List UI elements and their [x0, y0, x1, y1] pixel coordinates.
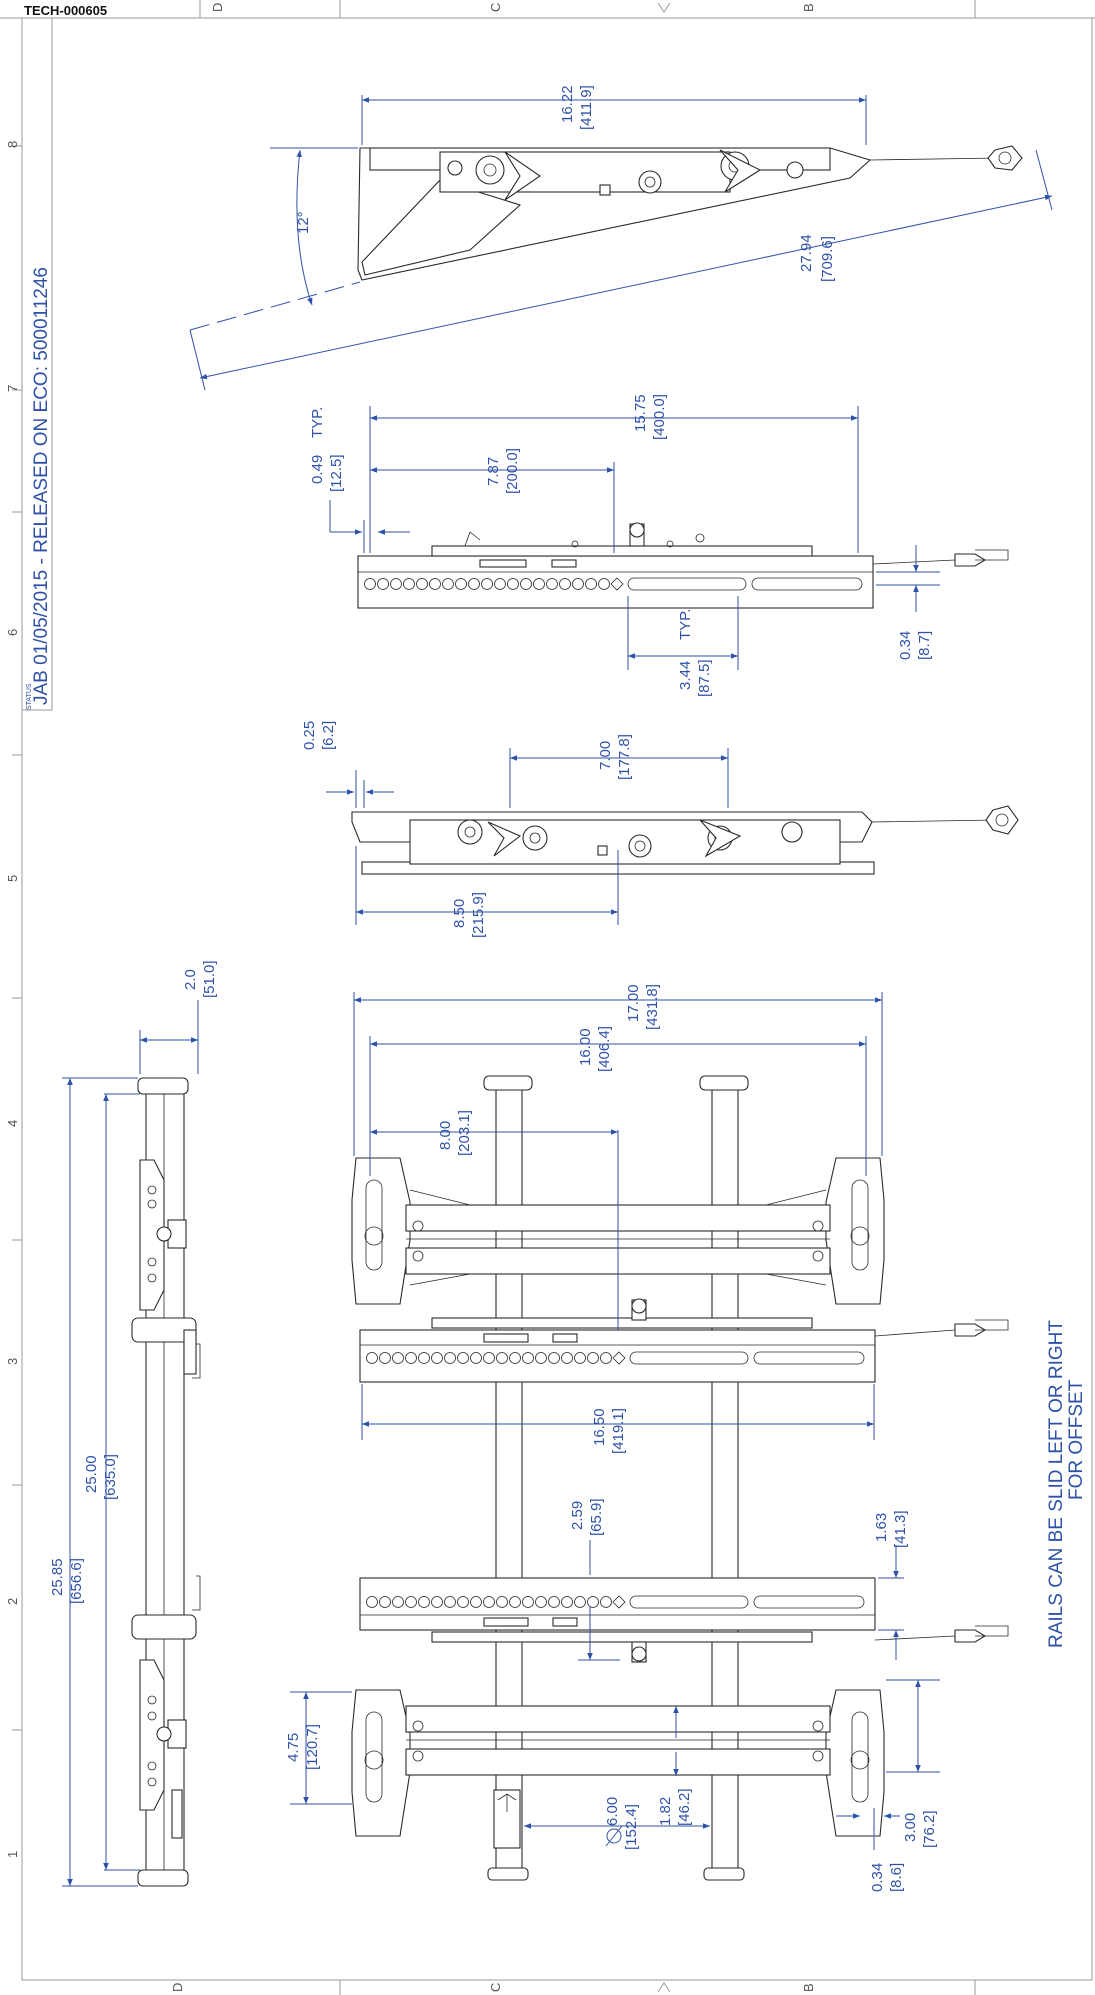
status-label: STATUS — [26, 683, 33, 710]
zone-label-bottom-d: D — [170, 1983, 185, 1992]
dim-cc-mm: [46.2] — [676, 1788, 693, 1826]
dim-rw-in: 1.63 — [873, 1513, 890, 1542]
dim-diagonal-mm: [709.6] — [819, 236, 836, 282]
rail-side-view — [357, 522, 1009, 609]
rail-b-holes — [366, 1595, 626, 1609]
dim-thk-in: 0.34 — [897, 631, 914, 660]
zone-label-bottom-c: C — [488, 1983, 503, 1992]
rail-holes — [364, 577, 624, 591]
dim-cc-in: 1.82 — [657, 1797, 674, 1826]
dim-offset-mm: [6.2] — [320, 721, 337, 750]
release-note: JAB 01/05/2015 - RELEASED ON ECO: 500011… — [31, 267, 52, 705]
status-block: JAB 01/05/2015 - RELEASED ON ECO: 500011… — [21, 17, 53, 711]
dim-gap-in: 2.59 — [569, 1501, 586, 1530]
zone-label-3: 3 — [5, 1358, 20, 1365]
dim-typ-mm: [12.5] — [328, 454, 345, 492]
dim-offset-in: 0.25 — [301, 721, 318, 750]
dim-rw-mm: [41.3] — [892, 1510, 909, 1548]
offset-note-line2: FOR OFFSET — [1066, 1379, 1087, 1500]
dim-thk-mm: [8.7] — [916, 631, 933, 660]
zone-label-top-d: D — [210, 3, 225, 12]
dim-pthk-in: 0.34 — [869, 1863, 886, 1892]
dim-pad-in: 4.75 — [285, 1733, 302, 1762]
dim-pslot-mm: [76.2] — [921, 1810, 938, 1848]
dim-rail-in: 16.50 — [591, 1408, 608, 1446]
plan-view-dimensions: 17.00 [431.8] 16.00 [406.4] 8.00 [203.1]… — [285, 984, 940, 1892]
dim-height-mm: [51.0] — [201, 960, 218, 998]
dim-overall-mm: [656.6] — [68, 1558, 85, 1604]
dim-diagonal-in: 27.94 — [798, 234, 815, 272]
level-side-view — [351, 805, 1019, 875]
zone-label-8: 8 — [5, 141, 20, 148]
dim-length-mm: [411.9] — [578, 85, 595, 130]
dim-half-in: 7.87 — [485, 457, 502, 486]
dim-len-mm: [635.0] — [102, 1454, 119, 1500]
dim-dia-mm: [152.4] — [623, 1804, 640, 1850]
zone-label-top-b: B — [801, 3, 816, 12]
dim-full-in: 15.75 — [632, 394, 649, 432]
zone-label-7: 7 — [5, 385, 20, 392]
dim-typ-in: 0.49 — [309, 455, 326, 484]
end-view-dimensions: 2.0 [51.0] 25.00 [635.0] 25.85 [656.6] — [49, 960, 218, 1887]
doc-number: TECH-000605 — [24, 3, 107, 18]
dim-full-mm: [400.0] — [651, 394, 668, 440]
dim-pthk-mm: [8.6] — [888, 1863, 905, 1892]
dim-half-mm: [200.0] — [504, 448, 521, 494]
dim-pslot-in: 3.00 — [902, 1813, 919, 1842]
zone-label-top-c: C — [488, 3, 503, 12]
dim-pad-mm: [120.7] — [304, 1724, 321, 1770]
rail-a-holes — [366, 1351, 626, 1365]
zone-label-4: 4 — [5, 1120, 20, 1127]
tilted-view-dimensions: 16.22 [411.9] 12° 27.94 [709.6] — [189, 85, 1053, 391]
dim-w8-in: 8.00 — [437, 1121, 454, 1150]
level-view-dimensions: 0.25 [6.2] 7.00 [177.8] 8.50 [215.9] — [301, 721, 729, 938]
dim-slot-label: TYP. — [677, 609, 694, 640]
dim-w17-in: 17.00 — [625, 984, 642, 1022]
tilted-side-view — [357, 145, 1023, 281]
dim-w16-in: 16.00 — [577, 1028, 594, 1066]
zone-label-6: 6 — [5, 629, 20, 636]
dim-slot-in: 3.44 — [677, 661, 694, 690]
dim-w17-mm: [431.8] — [644, 984, 661, 1030]
plan-view — [351, 1075, 1009, 1881]
dim-level-half-in: 8.50 — [451, 899, 468, 928]
dim-overall-in: 25.85 — [49, 1558, 66, 1596]
dim-w8-mm: [203.1] — [456, 1110, 473, 1156]
rail-view-dimensions: 15.75 [400.0] 7.87 [200.0] 0.49 TYP. [12… — [309, 394, 940, 697]
dim-len-in: 25.00 — [83, 1455, 100, 1493]
dim-height-in: 2.0 — [182, 969, 199, 990]
zone-label-2: 2 — [5, 1598, 20, 1605]
zone-label-1: 1 — [5, 1851, 20, 1858]
dim-length-in: 16.22 — [559, 85, 576, 123]
end-view — [131, 1077, 201, 1887]
zone-label-5: 5 — [5, 875, 20, 882]
dim-w16-mm: [406.4] — [596, 1026, 613, 1072]
offset-note-line1: RAILS CAN BE SLID LEFT OR RIGHT — [1046, 1320, 1067, 1648]
dim-level-half-mm: [215.9] — [470, 892, 487, 938]
dim-span-mm: [177.8] — [616, 734, 633, 780]
zone-label-bottom-b: B — [801, 1983, 816, 1992]
dim-dia-in: 6.00 — [604, 1797, 621, 1826]
dim-span-in: 7.00 — [597, 741, 614, 770]
dim-slot-mm: [87.5] — [696, 659, 713, 697]
dim-angle: 12° — [295, 211, 312, 234]
dim-rail-mm: [419.1] — [610, 1408, 627, 1454]
dim-gap-mm: [65.9] — [588, 1498, 605, 1536]
dim-typ-label: TYP. — [309, 407, 326, 438]
